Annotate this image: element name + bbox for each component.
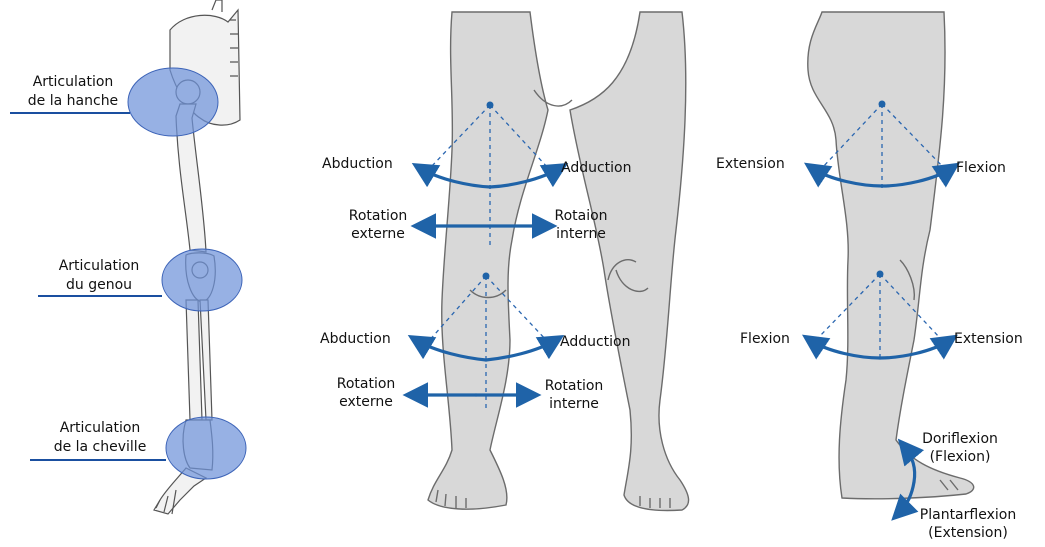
- front-hip-abduction-label: Abduction: [322, 155, 393, 173]
- ankle-plantarflexion-label: Plantarflexion (Extension): [908, 506, 1028, 542]
- side-leg: [808, 12, 974, 499]
- hip-joint-label-line1: Articulation: [14, 73, 132, 92]
- front-hip-rotation-ext-line2: externe: [330, 225, 426, 243]
- front-hip-rotation-int-line1: Rotaion: [540, 207, 622, 225]
- front-left-leg: [428, 12, 548, 509]
- front-hip-rotation-ext-line1: Rotation: [330, 207, 426, 225]
- ankle-plantarflexion-line1: Plantarflexion: [908, 506, 1028, 524]
- ankle-dorsiflexion-label: Doriflexion (Flexion): [908, 430, 1012, 466]
- front-knee-rotation-int-label: Rotation interne: [526, 377, 622, 413]
- knee-joint-highlight: [162, 249, 242, 311]
- front-legs-figure: [428, 12, 689, 510]
- front-knee-rotation-ext-label: Rotation externe: [318, 375, 414, 411]
- front-knee-rotation-ext-line2: externe: [318, 393, 414, 411]
- side-hip-extension-label: Extension: [716, 155, 785, 173]
- ankle-joint-highlight: [166, 417, 246, 479]
- side-knee-flexion-label: Flexion: [740, 330, 790, 348]
- knee-joint-label-line2: du genou: [40, 276, 158, 295]
- hip-joint-label: Articulation de la hanche: [14, 73, 132, 111]
- side-leg-figure: [808, 12, 974, 499]
- front-knee-abduction-label: Abduction: [320, 330, 391, 348]
- ankle-joint-label-line1: Articulation: [36, 419, 164, 438]
- ankle-joint-label-line2: de la cheville: [36, 438, 164, 457]
- ankle-dorsiflexion-line2: (Flexion): [908, 448, 1012, 466]
- hip-joint-highlight: [128, 68, 218, 136]
- ankle-dorsiflexion-line1: Doriflexion: [908, 430, 1012, 448]
- front-knee-rotation-ext-line1: Rotation: [318, 375, 414, 393]
- hip-joint-label-line2: de la hanche: [14, 92, 132, 111]
- side-hip-flexion-label: Flexion: [956, 159, 1006, 177]
- ankle-joint-label: Articulation de la cheville: [36, 419, 164, 457]
- front-hip-rotation-int-label: Rotaion interne: [540, 207, 622, 243]
- front-knee-rotation-int-line1: Rotation: [526, 377, 622, 395]
- ankle-plantarflexion-line2: (Extension): [908, 524, 1028, 542]
- front-hip-rotation-int-line2: interne: [540, 225, 622, 243]
- knee-joint-label: Articulation du genou: [40, 257, 158, 295]
- front-knee-adduction-label: Adduction: [560, 333, 631, 351]
- front-knee-rotation-int-line2: interne: [526, 395, 622, 413]
- front-hip-adduction-label: Adduction: [561, 159, 632, 177]
- front-hip-rotation-ext-label: Rotation externe: [330, 207, 426, 243]
- side-knee-extension-label: Extension: [954, 330, 1023, 348]
- tibia-fibula-bones: [186, 300, 212, 420]
- knee-joint-label-line1: Articulation: [40, 257, 158, 276]
- front-right-leg: [570, 12, 689, 510]
